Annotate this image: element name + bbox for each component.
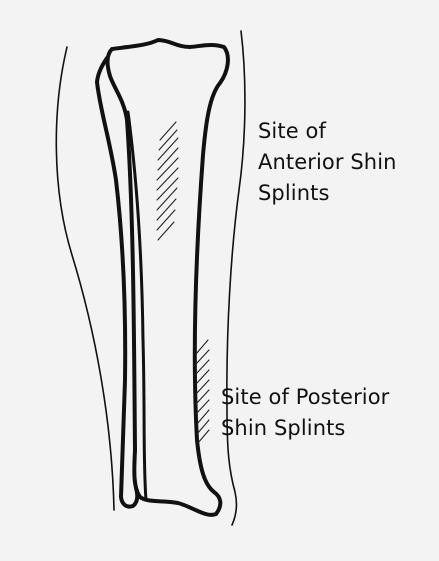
- anterior-label-line-2: Anterior Shin: [258, 147, 397, 178]
- anterior-label-line-3: Splints: [258, 178, 397, 209]
- tibia-bone: [108, 40, 228, 515]
- anterior-label-line-1: Site of: [258, 116, 397, 147]
- posterior-label-line-1: Site of Posterior: [221, 382, 389, 413]
- posterior-shin-splints-label: Site of Posterior Shin Splints: [221, 382, 389, 444]
- anterior-hatch-area: [157, 122, 178, 240]
- anterior-shin-splints-label: Site of Anterior Shin Splints: [258, 116, 397, 209]
- leg-outline-left: [56, 47, 114, 510]
- posterior-label-line-2: Shin Splints: [221, 413, 389, 444]
- leg-outline-right: [227, 31, 245, 525]
